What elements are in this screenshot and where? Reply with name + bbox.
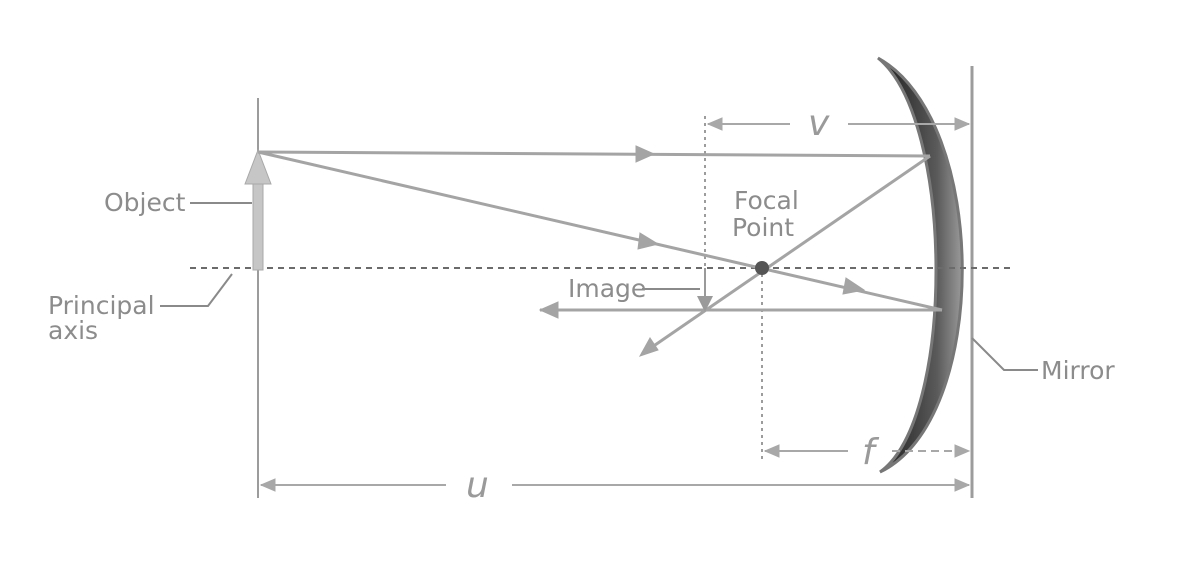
dim-f-arrow-right	[954, 444, 971, 458]
ray-through-focus-arrow-2	[842, 277, 866, 295]
principal-axis-leader-line	[160, 273, 233, 307]
ray-reflected-arrow	[638, 337, 659, 357]
dim-f-arrow-left	[763, 444, 780, 458]
dim-u-arrow-right	[954, 478, 971, 492]
f-label: f	[862, 432, 880, 473]
ray-through-focus	[257, 150, 943, 312]
principal-axis-label-line1: Principal	[48, 291, 155, 320]
focal-point-label-line2: Point	[732, 213, 794, 242]
mirror-leader-line	[971, 337, 1038, 371]
mirror-label: Mirror	[1041, 356, 1115, 385]
ray-parallel	[257, 150, 931, 158]
ray-reflected-parallel-arrow	[538, 301, 559, 319]
principal-axis-label-line2: axis	[48, 316, 98, 345]
v-label: v	[808, 103, 830, 144]
image-arrow-head	[697, 296, 713, 312]
focal-point-label-line1: Focal	[734, 186, 799, 215]
mirror-shape	[877, 56, 964, 474]
ray-through-focus-arrow-1	[637, 232, 660, 250]
image-label: Image	[568, 274, 646, 303]
ray-parallel-arrow	[635, 145, 656, 163]
object-arrow-shaft	[252, 177, 264, 271]
dim-v-arrow-left	[706, 117, 723, 131]
dim-u-arrow-left	[259, 478, 276, 492]
object-label: Object	[104, 188, 186, 217]
dim-v-arrow-right	[954, 117, 971, 131]
u-label: u	[466, 465, 489, 506]
object-arrow-head	[244, 148, 272, 185]
focal-point-dot	[755, 261, 769, 275]
ray-reflected-through-focus	[641, 154, 931, 356]
